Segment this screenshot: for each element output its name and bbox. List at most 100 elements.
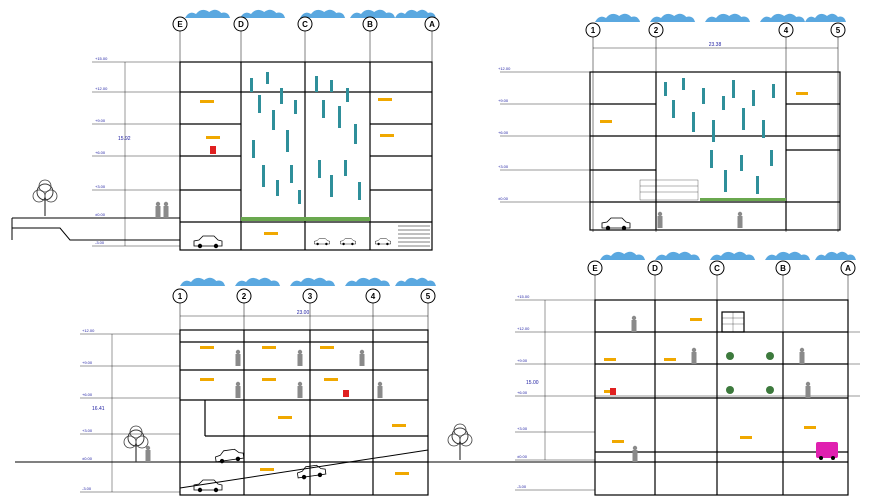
axis-marker-C: C bbox=[297, 16, 313, 32]
svg-text:15.92: 15.92 bbox=[118, 136, 131, 142]
sky-clouds bbox=[180, 277, 436, 286]
svg-text:+6.00: +6.00 bbox=[95, 150, 106, 155]
axis-marker-E: E bbox=[172, 16, 188, 32]
svg-text:+15.00: +15.00 bbox=[517, 294, 530, 299]
axis-marker-A: A bbox=[840, 260, 856, 276]
axis-marker-3: 3 bbox=[302, 288, 318, 304]
svg-text:+6.00: +6.00 bbox=[498, 130, 509, 135]
svg-text:23.38: 23.38 bbox=[709, 42, 722, 48]
svg-text:C: C bbox=[302, 20, 308, 29]
axis-marker-A: A bbox=[424, 16, 440, 32]
sky-clouds bbox=[600, 251, 856, 260]
svg-text:+9.00: +9.00 bbox=[517, 358, 528, 363]
svg-text:15.00: 15.00 bbox=[526, 380, 539, 386]
tree bbox=[447, 423, 473, 461]
axis-marker-E: E bbox=[587, 260, 603, 276]
svg-text:-3.00: -3.00 bbox=[95, 240, 105, 245]
svg-text:+12.00: +12.00 bbox=[82, 328, 95, 333]
axis-marker-5: 5 bbox=[420, 288, 436, 304]
brick-fill bbox=[722, 312, 744, 332]
axis-marker-C: C bbox=[709, 260, 725, 276]
svg-text:+9.00: +9.00 bbox=[95, 118, 106, 123]
svg-text:±0.00: ±0.00 bbox=[498, 196, 509, 201]
person-figure bbox=[657, 211, 663, 228]
people-group bbox=[631, 315, 811, 462]
furniture-accents bbox=[200, 346, 409, 475]
svg-text:±0.00: ±0.00 bbox=[82, 456, 93, 461]
stair bbox=[398, 225, 430, 247]
building-section bbox=[589, 71, 841, 231]
sky-clouds bbox=[185, 9, 436, 18]
axis-marker-B: B bbox=[775, 260, 791, 276]
svg-text:+12.00: +12.00 bbox=[95, 86, 108, 91]
furniture-accents bbox=[604, 318, 816, 443]
red-equipment bbox=[210, 146, 216, 154]
svg-text:1: 1 bbox=[591, 26, 596, 35]
axis-marker-B: B bbox=[362, 16, 378, 32]
svg-text:+15.00: +15.00 bbox=[95, 56, 108, 61]
person-figure bbox=[145, 445, 151, 462]
svg-text:D: D bbox=[238, 20, 244, 29]
red-equipment bbox=[610, 388, 616, 395]
level-labels: +15.00 +12.00 +9.00 +6.00 +3.00 ±0.00 -3… bbox=[517, 294, 539, 489]
facade-glass-fins bbox=[664, 78, 775, 194]
axis-marker-2: 2 bbox=[648, 22, 664, 38]
svg-text:+3.00: +3.00 bbox=[517, 426, 528, 431]
furniture-accents bbox=[200, 98, 394, 235]
building-section bbox=[179, 61, 433, 251]
ground-line bbox=[11, 217, 180, 241]
level-markers bbox=[92, 61, 180, 247]
facade-glass-fins bbox=[250, 72, 361, 204]
svg-text:E: E bbox=[177, 20, 183, 29]
section-view-bottom-right: E D C B A +15.00 +12.00 +9.00 +6.00 +3.0… bbox=[470, 251, 860, 496]
axis-marker-2: 2 bbox=[236, 288, 252, 304]
planter-strip bbox=[241, 217, 370, 221]
axis-marker-5: 5 bbox=[830, 22, 846, 38]
gravel-fill bbox=[639, 179, 699, 201]
tree bbox=[123, 425, 149, 463]
svg-text:4: 4 bbox=[371, 292, 376, 301]
svg-text:+9.00: +9.00 bbox=[82, 360, 93, 365]
car-pink bbox=[816, 442, 838, 460]
svg-text:+9.00: +9.00 bbox=[498, 98, 509, 103]
svg-text:+12.00: +12.00 bbox=[517, 326, 530, 331]
person-figure bbox=[163, 201, 169, 218]
svg-text:+6.00: +6.00 bbox=[517, 390, 528, 395]
svg-text:5: 5 bbox=[836, 26, 841, 35]
svg-text:+3.00: +3.00 bbox=[498, 164, 509, 169]
svg-text:-3.00: -3.00 bbox=[517, 484, 527, 489]
svg-text:+12.00: +12.00 bbox=[498, 66, 511, 71]
axis-marker-1: 1 bbox=[585, 22, 601, 38]
level-markers bbox=[80, 333, 180, 493]
car bbox=[601, 217, 631, 231]
section-view-bottom-left: 1 2 3 4 5 23.00 +12.00 +9.00 +6.00 +3.00… bbox=[15, 277, 500, 496]
red-equipment bbox=[343, 390, 349, 397]
svg-text:2: 2 bbox=[242, 292, 247, 301]
car bbox=[375, 238, 391, 246]
section-view-top-left: E D C B A +15.00 +12.00 +9.00 +6.00 +3.0… bbox=[11, 9, 440, 251]
svg-text:A: A bbox=[845, 264, 851, 273]
level-labels: +12.00 +9.00 +6.00 +3.00 ±0.00 -3.00 16.… bbox=[82, 328, 105, 491]
svg-text:E: E bbox=[592, 264, 598, 273]
axis-marker-4: 4 bbox=[365, 288, 381, 304]
section-view-top-right: 1 2 4 5 23.38 +12.00 +9.00 +6.00 +3.00 ±… bbox=[498, 13, 846, 232]
svg-text:+3.00: +3.00 bbox=[95, 184, 106, 189]
people-group bbox=[235, 349, 383, 398]
svg-text:±0.00: ±0.00 bbox=[517, 454, 528, 459]
tree bbox=[32, 179, 58, 217]
car bbox=[340, 238, 356, 246]
planter-strip bbox=[700, 198, 786, 201]
svg-text:-3.00: -3.00 bbox=[82, 486, 92, 491]
svg-text:D: D bbox=[652, 264, 658, 273]
svg-text:4: 4 bbox=[784, 26, 789, 35]
grid-axis-markers: E D C B A bbox=[172, 16, 440, 250]
person-figure bbox=[737, 211, 743, 228]
axis-marker-1: 1 bbox=[172, 288, 188, 304]
svg-text:A: A bbox=[429, 20, 435, 29]
svg-text:+3.00: +3.00 bbox=[82, 428, 93, 433]
car bbox=[314, 238, 330, 246]
svg-text:C: C bbox=[714, 264, 720, 273]
svg-text:5: 5 bbox=[426, 292, 431, 301]
grid-axis-markers: 1 2 4 5 23.38 bbox=[585, 22, 846, 232]
